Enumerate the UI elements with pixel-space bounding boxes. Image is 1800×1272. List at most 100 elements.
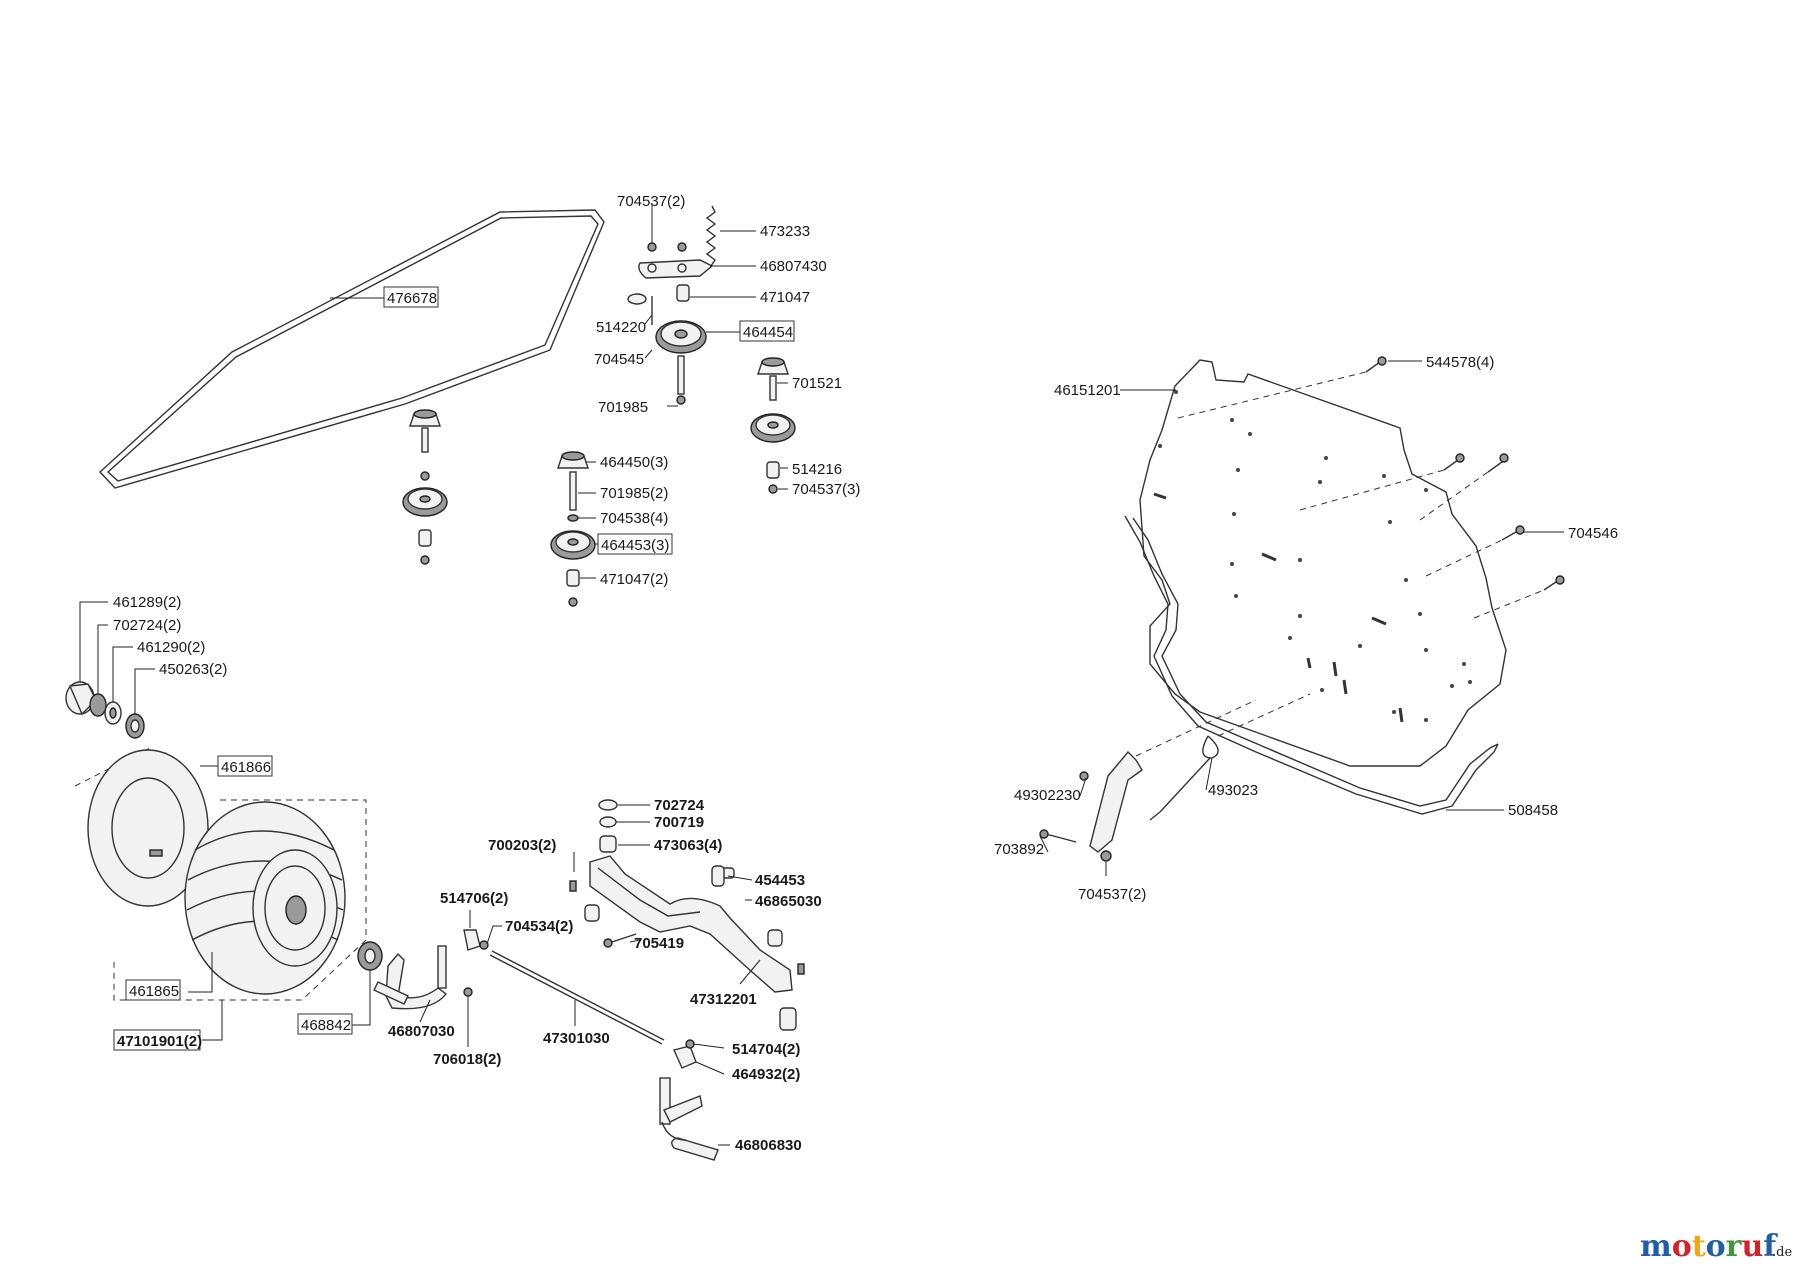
washer — [104, 701, 122, 725]
nut — [1079, 771, 1089, 781]
label-702724-2: 702724(2) — [113, 617, 181, 634]
label-49302230: 49302230 — [1014, 787, 1081, 804]
seal — [89, 693, 107, 717]
logo-letter-m: m — [1640, 1229, 1672, 1264]
pulley — [402, 487, 448, 517]
pin — [797, 963, 805, 975]
label-706018-2: 706018(2) — [433, 1051, 501, 1068]
idler-bracket — [409, 409, 441, 427]
washer — [599, 816, 617, 828]
label-464450-3: 464450(3) — [600, 454, 668, 471]
bushing — [779, 1007, 797, 1031]
label-702724: 702724 — [654, 797, 705, 814]
label-468842: 468842 — [301, 1017, 351, 1034]
label-701985: 701985 — [598, 399, 648, 416]
deck-holes — [1158, 390, 1472, 722]
label-704546: 704546 — [1568, 525, 1618, 542]
pulley — [550, 530, 596, 560]
logo-letter-f: f — [1763, 1229, 1778, 1264]
bolt — [1501, 525, 1525, 541]
label-454453: 454453 — [755, 872, 805, 889]
label-471047-2: 471047(2) — [600, 571, 668, 588]
label-704537-3: 704537(3) — [792, 481, 860, 498]
spacer — [566, 569, 580, 587]
label-47312201: 47312201 — [690, 991, 757, 1008]
label-703892: 703892 — [994, 841, 1044, 858]
label-700719: 700719 — [654, 814, 704, 831]
label-471047: 471047 — [760, 289, 810, 306]
pulley — [750, 413, 796, 443]
label-464454: 464454 — [743, 324, 793, 341]
label-46807430: 46807430 — [760, 258, 827, 275]
label-704545: 704545 — [594, 351, 644, 368]
bolt — [421, 427, 429, 453]
nut — [568, 597, 578, 607]
idler-bracket — [557, 451, 589, 469]
nut — [420, 555, 430, 565]
spindle — [373, 945, 447, 1010]
label-461289-2: 461289(2) — [113, 594, 181, 611]
label-514704-2: 514704(2) — [732, 1041, 800, 1058]
bolt — [1487, 453, 1509, 473]
needle-bearing — [357, 941, 383, 971]
label-473233: 473233 — [760, 223, 810, 240]
ball-joint — [673, 1039, 697, 1069]
label-514220: 514220 — [596, 319, 646, 336]
ball-joint — [463, 929, 489, 951]
label-47301030: 47301030 — [543, 1030, 610, 1047]
logo-suffix: .de — [1772, 1245, 1792, 1260]
label-508458: 508458 — [1508, 802, 1558, 819]
label-700203-2: 700203(2) — [488, 837, 556, 854]
tire — [184, 801, 346, 995]
nut — [768, 484, 778, 494]
label-464453-3: 464453(3) — [601, 537, 669, 554]
bolt — [676, 355, 686, 405]
label-461290-2: 461290(2) — [137, 639, 205, 656]
label-450263-2: 450263(2) — [159, 661, 227, 678]
bearing — [125, 713, 145, 739]
label-464932-2: 464932(2) — [732, 1066, 800, 1083]
label-704537-2-bottom: 704537(2) — [1078, 886, 1146, 903]
label-46806830: 46806830 — [735, 1137, 802, 1154]
idler-bracket — [757, 357, 789, 375]
label-46151201: 46151201 — [1054, 382, 1121, 399]
bushing — [598, 799, 618, 811]
bolt — [1365, 356, 1387, 373]
washer — [567, 514, 579, 522]
bolt — [1443, 453, 1465, 471]
logo-letter-u: u — [1741, 1229, 1763, 1264]
label-46865030: 46865030 — [755, 893, 822, 910]
nut — [647, 242, 657, 252]
nut — [463, 987, 473, 997]
label-705419: 705419 — [634, 935, 684, 952]
spacer — [766, 461, 780, 479]
bolt — [569, 471, 577, 511]
nut — [1100, 850, 1112, 862]
bolt — [769, 375, 777, 401]
bushing — [584, 904, 600, 922]
label-461866: 461866 — [221, 759, 271, 776]
bolt — [1039, 829, 1077, 843]
deck-cover-plate — [1124, 359, 1507, 815]
logo-letter-o: o — [1706, 1229, 1726, 1264]
label-493023: 493023 — [1208, 782, 1258, 799]
label-47101901-2: 47101901(2) — [117, 1033, 202, 1050]
axle-pivot-bushing — [599, 835, 617, 853]
tie-rod — [489, 950, 665, 1045]
tension-spring — [705, 205, 717, 267]
label-461865: 461865 — [129, 983, 179, 1000]
label-701985-2: 701985(2) — [600, 485, 668, 502]
washer — [627, 293, 647, 305]
logo-letter-r: r — [1726, 1229, 1743, 1264]
spacer — [418, 529, 432, 547]
label-704534-2: 704534(2) — [505, 918, 573, 935]
sleeve — [711, 865, 725, 887]
nut — [677, 242, 687, 252]
pin — [569, 880, 577, 892]
label-544578-4: 544578(4) — [1426, 354, 1494, 371]
svg-text:motoruf: motoruf — [1640, 1229, 1778, 1264]
label-514706-2: 514706(2) — [440, 890, 508, 907]
motoruf-logo: motoruf .de — [1640, 1229, 1792, 1264]
bolt — [1543, 575, 1565, 591]
